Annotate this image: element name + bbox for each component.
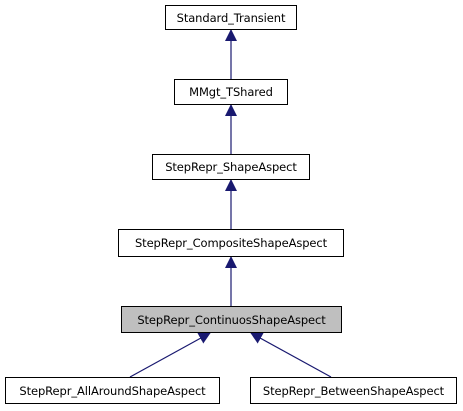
node-composite-shape-aspect[interactable]: StepRepr_CompositeShapeAspect xyxy=(118,229,344,257)
edge-between-to-continuos xyxy=(250,332,332,378)
node-standard-transient[interactable]: Standard_Transient xyxy=(165,5,297,30)
edge-all-around-to-continuos xyxy=(129,332,211,378)
node-all-around-shape-aspect[interactable]: StepRepr_AllAroundShapeAspect xyxy=(5,377,220,404)
node-shape-aspect[interactable]: StepRepr_ShapeAspect xyxy=(152,154,310,180)
node-mmgt-tshared[interactable]: MMgt_TShared xyxy=(174,79,288,105)
node-between-shape-aspect[interactable]: StepRepr_BetweenShapeAspect xyxy=(250,377,457,404)
node-continuos-shape-aspect[interactable]: StepRepr_ContinuosShapeAspect xyxy=(121,306,342,333)
